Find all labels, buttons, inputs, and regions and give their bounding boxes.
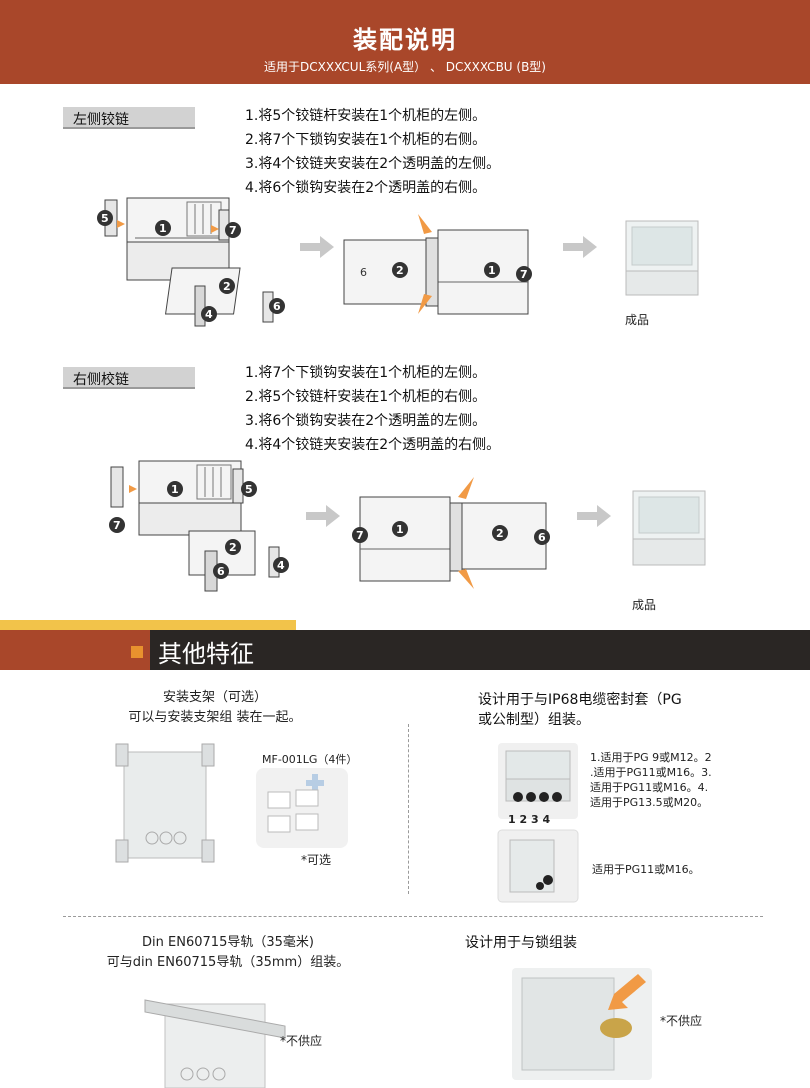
- left-hinge-steps: 1.将5个铰链杆安装在1个机柜的左侧。 2.将7个下锁钩安装在1个机柜的右侧。 …: [245, 104, 500, 200]
- cable-spec-line-4: 适用于PG13.5或M20。: [590, 796, 709, 809]
- left-hinge-product-caption: 成品: [625, 313, 650, 327]
- cable-heading-line-1: 设计用于与IP68电缆密封套（PG: [478, 692, 682, 708]
- din-rail-image: [144, 999, 286, 1088]
- right-hinge-product-caption: 成品: [632, 598, 657, 612]
- lock-note: *不供应: [660, 1014, 703, 1028]
- left-hinge-assembly-diagram: 2 1 7 6: [343, 214, 532, 315]
- cable-heading-line-2: 或公制型）组装。: [478, 712, 590, 728]
- bracket-line-2: 可以与安装支架组 装在一起。: [128, 710, 302, 725]
- bracket-text: 安装支架（可选） 可以与安装支架组 装在一起。: [100, 688, 330, 728]
- bracket-part-label: MF-001LG（4件）: [262, 753, 358, 766]
- right-hinge-steps: 1.将7个下锁钩安装在1个机柜的左侧。 2.将5个铰链杆安装在1个机柜的右侧。 …: [245, 361, 500, 457]
- right-hinge-step-3: 3.将6个锁钩安装在2个透明盖的左侧。: [245, 413, 487, 429]
- page-title: 装配说明: [353, 26, 457, 54]
- part-number-2: 2: [229, 541, 237, 554]
- part-number-6: 6: [273, 300, 281, 313]
- right-hinge-step-1: 1.将7个下锁钩安装在1个机柜的左侧。: [245, 365, 487, 381]
- bracket-line-1: 安装支架（可选）: [162, 690, 267, 705]
- lock-image: [512, 968, 652, 1080]
- left-hinge-product-image: [625, 220, 699, 296]
- left-hinge-parts-diagram: 5 1 7 2 4 6: [97, 197, 285, 327]
- bracket-note: *可选: [301, 853, 332, 867]
- part-number-2: 2: [223, 280, 231, 293]
- cable-spec-line-2: .适用于PG11或M16。3.: [590, 766, 712, 779]
- part-number-5: 5: [245, 483, 253, 496]
- banner-accent-bar: [0, 620, 296, 630]
- cable-spec-2: 适用于PG11或M16。: [592, 863, 700, 876]
- banner-dark-panel: [150, 630, 810, 670]
- part-number-5: 5: [101, 212, 109, 225]
- right-hinge-parts-diagram: 1 5 7 2 6 4: [109, 460, 289, 592]
- cable-gland-image-2: [497, 829, 579, 903]
- part-number-4: 4: [205, 308, 213, 321]
- part-number-1: 1: [171, 483, 179, 496]
- other-features-title: 其他特征: [158, 640, 254, 668]
- section-label-left-hinge: 左侧铰链: [63, 107, 195, 129]
- page-subtitle: 适用于DCXXXCUL系列(A型） 、 DCXXXCBU (B型): [264, 60, 546, 74]
- feature-divider-vertical: [408, 724, 409, 894]
- right-hinge-assembly-diagram: 7 1 2 6: [352, 477, 550, 589]
- cable-spec-list: 1.适用于PG 9或M12。2 .适用于PG11或M16。3. 适用于PG11或…: [590, 750, 712, 810]
- part-number-2: 2: [396, 264, 404, 277]
- left-hinge-step-2: 2.将7个下锁钩安装在1个机柜的右侧。: [245, 132, 487, 148]
- bracket-parts-image: [256, 768, 348, 848]
- part-number-1: 1: [396, 523, 404, 536]
- right-hinge-product-image: [632, 490, 706, 566]
- part-number-7: 7: [520, 268, 528, 281]
- part-number-7: 7: [229, 224, 237, 237]
- banner-square-icon: [131, 646, 143, 658]
- lock-heading: 设计用于与锁组装: [465, 935, 577, 951]
- part-number-1: 1: [488, 264, 496, 277]
- section-label-right-hinge: 右侧校链: [63, 367, 195, 389]
- step-arrow-icon: [306, 505, 340, 527]
- step-arrow-icon: [563, 236, 597, 258]
- part-number-4: 4: [277, 559, 285, 572]
- din-line-1: Din EN60715导轨（35毫米): [142, 935, 314, 950]
- part-number-1: 1: [159, 222, 167, 235]
- din-line-2: 可与din EN60715导轨（35mm）组装。: [106, 955, 350, 970]
- part-number-6: 6: [360, 266, 367, 279]
- part-number-6: 6: [217, 565, 225, 578]
- cable-port-numbers: 1 2 3 4: [508, 813, 551, 826]
- left-hinge-step-3: 3.将4个铰链夹安装在2个透明盖的左侧。: [245, 156, 501, 172]
- cable-gland-image: [498, 743, 578, 819]
- right-hinge-step-2: 2.将5个铰链杆安装在1个机柜的右侧。: [245, 389, 487, 405]
- bracket-enclosure-image: [115, 743, 215, 863]
- cable-spec-line-1: 1.适用于PG 9或M12。2: [590, 751, 712, 764]
- din-note: *不供应: [280, 1034, 323, 1048]
- right-hinge-step-4: 4.将4个铰链夹安装在2个透明盖的右侧。: [245, 437, 501, 453]
- part-number-2: 2: [496, 527, 504, 540]
- left-hinge-step-1: 1.将5个铰链杆安装在1个机柜的左侧。: [245, 108, 487, 124]
- cable-spec-line-3: 适用于PG11或M16。4.: [590, 781, 709, 794]
- din-text: Din EN60715导轨（35毫米) 可与din EN60715导轨（35mm…: [78, 933, 378, 973]
- step-arrow-icon: [300, 236, 334, 258]
- feature-divider-horizontal: [63, 916, 763, 917]
- part-number-7: 7: [356, 529, 364, 542]
- step-arrow-icon: [577, 505, 611, 527]
- page-header: 装配说明 适用于DCXXXCUL系列(A型） 、 DCXXXCBU (B型): [0, 0, 810, 84]
- part-number-7: 7: [113, 519, 121, 532]
- left-hinge-step-4: 4.将6个锁钩安装在2个透明盖的右侧。: [245, 180, 487, 196]
- cable-heading: 设计用于与IP68电缆密封套（PG 或公制型）组装。: [478, 690, 682, 730]
- part-number-6: 6: [538, 531, 546, 544]
